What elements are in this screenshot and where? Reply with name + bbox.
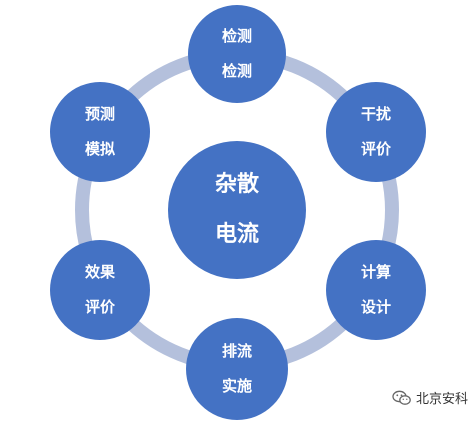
node-lower-right: 计算 设计: [326, 240, 426, 340]
node-bottom-label-1: 排流: [221, 342, 252, 360]
node-center-label-2: 电流: [214, 222, 259, 247]
node-bottom-label-2: 实施: [221, 377, 252, 395]
node-upper-right-label-1: 干扰: [360, 105, 391, 123]
node-bottom: 排流 实施: [186, 318, 288, 420]
node-upper-left: 预测 模拟: [50, 82, 150, 182]
watermark: 北京安科: [392, 388, 468, 407]
node-center-label-1: 杂散: [214, 172, 259, 197]
node-lower-right-label-1: 计算: [360, 263, 391, 281]
wechat-icon: [392, 390, 412, 406]
node-lower-right-label-2: 设计: [360, 298, 391, 316]
node-upper-left-label-2: 模拟: [84, 140, 115, 158]
watermark-text: 北京安科: [415, 392, 468, 407]
node-top-label-2: 检测: [221, 62, 252, 80]
node-lower-left: 效果 评价: [50, 240, 150, 340]
node-lower-left-label-2: 评价: [84, 298, 115, 316]
node-upper-left-label-1: 预测: [84, 105, 115, 123]
node-center: 杂散 电流: [168, 141, 306, 279]
node-upper-right-label-2: 评价: [360, 140, 391, 158]
node-top: 检测 检测: [188, 5, 286, 103]
node-top-label-1: 检测: [221, 27, 252, 45]
node-lower-left-label-1: 效果: [84, 263, 115, 281]
node-upper-right: 干扰 评价: [326, 82, 426, 182]
